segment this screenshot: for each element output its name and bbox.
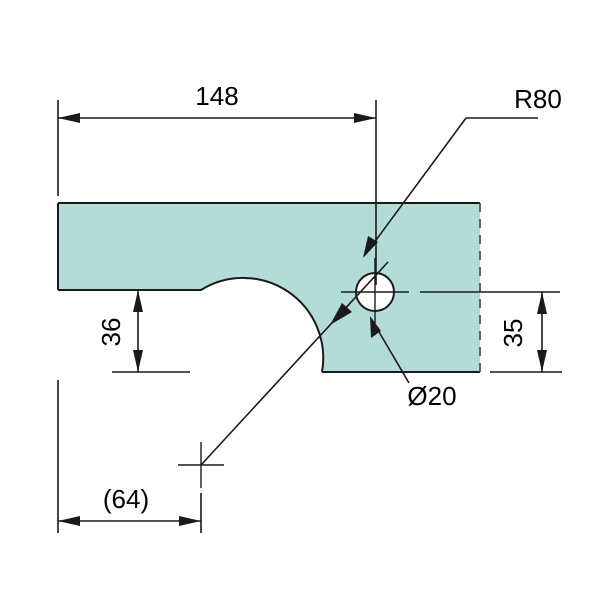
- dim36-arrow-bottom: [133, 350, 143, 372]
- dim35-arrow-top: [537, 292, 547, 314]
- dim36-label: 36: [96, 318, 126, 347]
- dimension-36: 36: [96, 290, 190, 373]
- through-hole-group: [341, 258, 560, 326]
- dim35-label: 35: [498, 319, 528, 348]
- dim64-arrow-right: [179, 516, 201, 526]
- dim148-arrow-right: [354, 113, 376, 123]
- d20-label: Ø20: [407, 381, 456, 411]
- dim148-label: 148: [195, 81, 238, 111]
- part-body-outline: [57, 202, 480, 373]
- dim36-arrow-top: [133, 290, 143, 312]
- dimension-35: 35: [490, 292, 562, 373]
- dimension-148: 148: [57, 81, 377, 285]
- radius-line-to-arc: [200, 261, 389, 466]
- dim148-arrow-left: [58, 113, 80, 123]
- r80-leader-line: [364, 117, 467, 256]
- radius-construction: [178, 261, 389, 488]
- dim35-arrow-bottom: [537, 350, 547, 372]
- dim64-label: (64): [103, 484, 149, 514]
- dim64-arrow-left: [58, 516, 80, 526]
- callout-d20: Ø20: [370, 316, 457, 411]
- radius-line-arrow: [330, 303, 352, 325]
- r80-leader-arrow: [363, 236, 378, 258]
- d20-leader-arrow: [370, 316, 381, 338]
- callout-r80: R80: [363, 84, 562, 258]
- dimension-64: (64): [57, 380, 202, 533]
- r80-label: R80: [514, 84, 562, 114]
- fillet-arc-r80: [200, 276, 325, 373]
